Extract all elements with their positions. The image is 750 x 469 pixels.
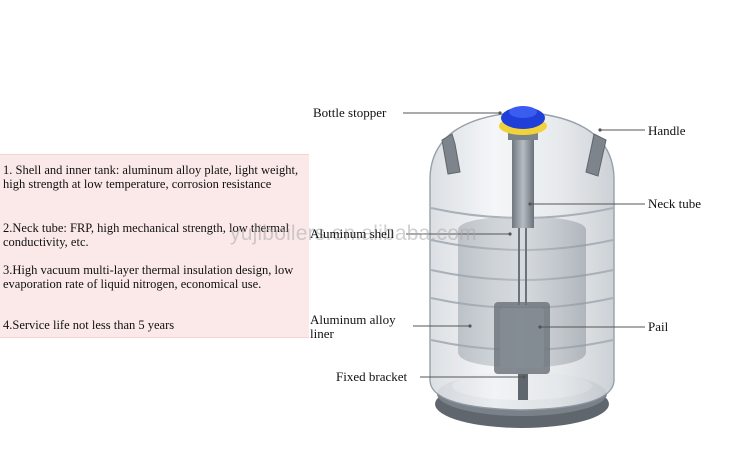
label-bottle-stopper: Bottle stopper — [313, 106, 386, 120]
label-neck-tube: Neck tube — [648, 197, 701, 211]
label-fixed-bracket: Fixed bracket — [336, 370, 407, 384]
label-handle: Handle — [648, 124, 686, 138]
label-aluminum-shell: Aluminum shell — [310, 227, 394, 241]
bottle-stopper — [499, 106, 547, 135]
label-pail: Pail — [648, 320, 668, 334]
label-aluminum-alloy-liner: Aluminum alloy liner — [310, 313, 410, 341]
